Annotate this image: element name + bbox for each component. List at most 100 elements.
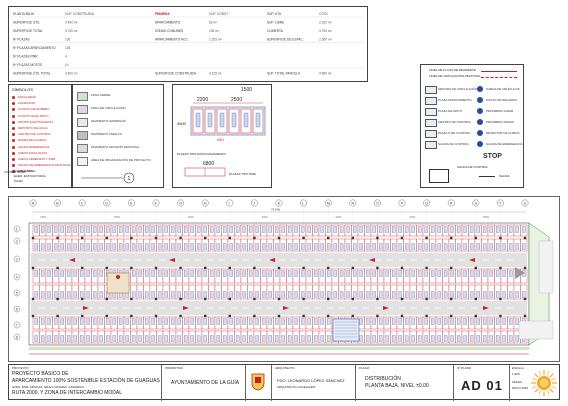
table-cell: CUBIERTA — [267, 29, 284, 33]
grid-axis-bubble — [29, 199, 37, 207]
symbol-legend-label: CUARTO DE BOMBEO — [18, 107, 50, 112]
table-cell: PLANTA BAJA — [13, 12, 35, 16]
structural-pillar — [204, 297, 207, 301]
symbol-marker-icon — [12, 102, 15, 106]
parking-bay — [260, 316, 268, 330]
parking-bay — [500, 316, 508, 330]
parking-bay — [390, 224, 398, 237]
material-legend-item: PAVIMENTO ADOQUÍN PEATONAL — [77, 143, 163, 153]
parking-type-detail: 1500 2200 2500 450 4500 PLAZAS TIPO ESTA… — [172, 84, 272, 188]
structural-pillar — [351, 314, 354, 318]
grid-axis-bubble — [152, 199, 160, 207]
structural-pillar — [154, 297, 158, 301]
structural-pillar — [523, 297, 527, 301]
pillar-note: PILAR — [14, 179, 23, 183]
parking-bay — [32, 268, 40, 284]
parking-bay — [513, 238, 521, 252]
parking-bay — [507, 238, 515, 252]
structural-pillar — [56, 266, 59, 270]
parking-bay — [409, 284, 417, 300]
parking-bay — [84, 238, 92, 252]
parking-bay — [487, 316, 495, 330]
circulation-arrow-icon — [369, 258, 375, 262]
parking-bay — [416, 284, 424, 300]
parking-bay — [494, 224, 502, 237]
parking-bay — [474, 224, 482, 237]
signage-symbol-icon — [425, 86, 437, 94]
parking-bay — [429, 224, 437, 237]
parking-bay — [227, 330, 235, 344]
parking-bay — [318, 284, 326, 300]
parking-bay — [214, 224, 222, 237]
structural-pillar — [179, 314, 182, 318]
parking-bay — [227, 316, 235, 330]
symbol-legend-item: SALIDA DE EMERGENCIA PEATONAL — [11, 163, 71, 168]
detail-dim-a: 2200 — [197, 97, 208, 103]
parking-bay — [182, 224, 190, 237]
symbol-legend-item: DEPÓSITO DE AGUA — [11, 126, 71, 131]
parking-bay — [487, 284, 495, 300]
traffic-sign-icon — [477, 86, 483, 92]
parking-bay — [487, 224, 495, 237]
parking-bay — [175, 268, 183, 284]
sun-logo — [531, 370, 557, 396]
symbol-legend-label: ASCENSOR — [18, 101, 35, 106]
structural-pillar — [450, 314, 453, 318]
parking-bay — [409, 268, 417, 284]
symbol-legend-item: ESCALERAS — [11, 95, 71, 100]
signage-legend: LÍNEA DE FLUJO DE PENDIENTE LÍNEA DE CIR… — [420, 64, 524, 188]
parking-bay — [52, 316, 60, 330]
signage-legend-label: PLAZA APARCAMIENTO — [438, 98, 472, 102]
parking-bay — [507, 316, 515, 330]
parking-bay — [305, 224, 313, 237]
parking-bay — [234, 316, 242, 330]
table-cell: 2.460 m² — [65, 21, 78, 25]
table-cell: APARCAMIENTO ACC. — [155, 38, 189, 42]
parking-bay — [318, 330, 326, 344]
parking-bay — [123, 330, 131, 344]
symbol-legend-label: ESCALERAS — [18, 95, 37, 99]
symbol-marker-icon — [116, 275, 120, 279]
grid-axis-label: A — [32, 202, 35, 206]
parking-bay — [377, 268, 385, 284]
symbols-legend-title: SÍMBOLOS — [12, 87, 33, 92]
parking-bay — [208, 224, 216, 237]
parking-bay — [162, 224, 170, 237]
structural-pillar — [499, 297, 502, 301]
parking-bay — [91, 316, 99, 330]
parking-bay — [156, 284, 164, 300]
grid-axis-label: J — [253, 202, 255, 206]
parking-bay — [273, 284, 281, 300]
parking-bay — [201, 268, 209, 284]
symbol-legend-item: GRUPO ELECTRÓGENO — [11, 120, 71, 125]
parking-bay — [403, 316, 411, 330]
parking-bay — [234, 238, 242, 252]
material-legend-label: ÁREA DE ORGANIZACIÓN DE PROYECTO — [91, 158, 151, 162]
exit-label: SALIDA — [499, 174, 510, 178]
parking-bay — [71, 284, 79, 300]
material-legend-label: PAVIMENTO ASFALTO — [91, 132, 123, 136]
parking-bay — [143, 238, 151, 252]
structural-pillar — [302, 236, 305, 240]
parking-bay — [357, 238, 365, 252]
structural-pillar — [376, 297, 379, 301]
grid-axis-bubble — [472, 199, 480, 207]
parking-bay — [364, 268, 372, 284]
title-divider-3 — [271, 365, 272, 401]
grid-axis-label: E — [130, 202, 133, 206]
parking-bay — [357, 224, 365, 237]
material-legend-label: ZONA VERDE — [91, 93, 111, 97]
grid-axis-label: D — [106, 202, 109, 206]
grid-axis-label: S — [475, 202, 478, 206]
parking-bay — [214, 330, 222, 344]
parking-bay — [136, 268, 144, 284]
parking-bay — [325, 284, 333, 300]
signage-legend-item: PLAZA DE MOTO — [425, 107, 475, 116]
parking-bay — [260, 224, 268, 237]
structural-pillar — [474, 236, 477, 240]
signage-legend-label: CARGA DE VEHÍCULOS — [486, 87, 520, 91]
table-cell: Nº PLAZAS PMR — [13, 55, 38, 59]
parking-bay — [396, 224, 404, 237]
parking-bay — [500, 224, 508, 237]
